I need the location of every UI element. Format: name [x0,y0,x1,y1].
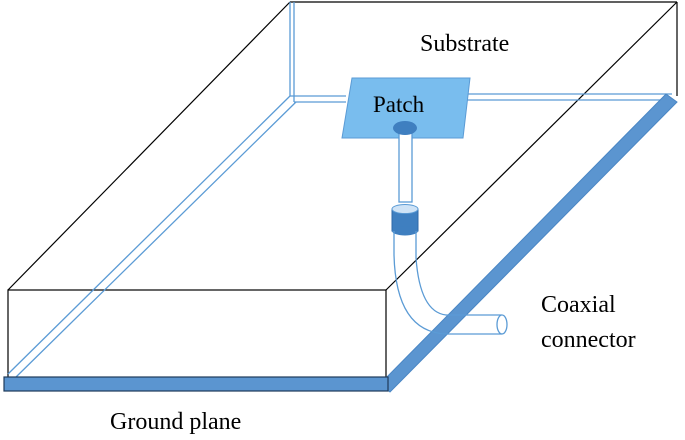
substrate-hidden-edges [7,2,672,379]
coaxial-label-line1: Coaxial [541,292,616,318]
patch-label: Patch [373,92,425,117]
ground-plane-right-edge [379,93,678,393]
patch [341,77,471,139]
coaxial-label-line2: connector [541,327,636,353]
ground-plane-label: Ground plane [110,409,241,435]
ground-plane-front-edge [3,376,389,392]
feed-pin [393,121,417,203]
connector-collar [391,204,419,236]
substrate-label: Substrate [420,31,509,57]
coaxial-cable [393,231,508,335]
